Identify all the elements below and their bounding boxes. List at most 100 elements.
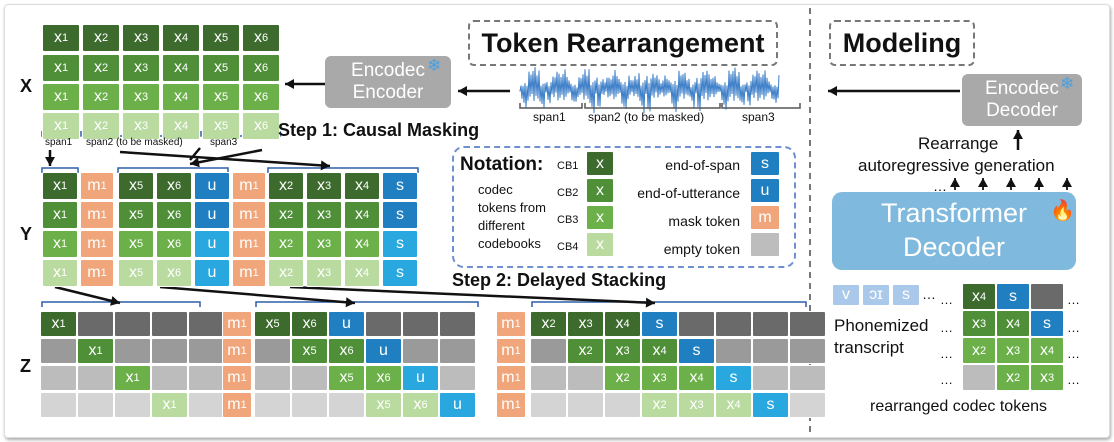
empty-token [789,311,826,337]
x-token-letter: x [173,29,182,46]
codebook-label: CB3 [557,214,579,226]
step1-label: Step 1: Causal Masking [278,120,480,140]
empty-token [678,311,715,337]
rearranged-token-letter: x [971,341,980,359]
special-token: s [715,365,752,391]
x-token-letter: x [253,117,262,134]
empty-token [752,311,789,337]
rearranged-token-letter: x [1005,314,1014,332]
z-token-index: 6 [384,372,391,384]
empty-token [254,338,291,364]
phoneme-token-letter: s [902,286,910,303]
decoder-snowflake-icon: ❄ [1060,74,1075,93]
y-token-index: 5 [136,209,144,221]
empty-token [254,365,291,391]
empty-token [188,392,225,418]
z-token-letter: x [125,369,134,386]
mask-token-index: 1 [240,318,247,330]
arrowhead [1062,178,1072,187]
rearranged-token-letter: x [971,314,980,332]
legend-cb-token-letter: x [596,154,604,172]
mask-token-index: 1 [252,180,259,192]
x-token-index: 6 [261,32,269,44]
x-token-index: 5 [221,32,229,44]
row-ellipsis-right: … [1067,320,1080,335]
arrowhead [645,297,655,308]
phoneme-token: s [892,284,920,306]
z-token-index: 3 [697,399,704,411]
z-token-letter: x [652,342,661,359]
span-bracket [255,301,479,307]
mask-token-letter: m [501,369,515,386]
x-span3-label: span3 [210,137,238,148]
notation-box [452,146,796,268]
special-token: u [402,365,439,391]
x-token-letter: x [253,59,262,76]
rearranged-token-letter: x [1005,368,1014,386]
x-token-index: 1 [61,120,69,132]
empty-token [40,338,77,364]
mask-token-index: 1 [100,180,107,192]
special-token: u [194,230,230,258]
y-token-letter: x [128,177,137,194]
empty-token [567,392,604,418]
rearranged-token-letter: x [1005,341,1014,359]
z-token-letter: x [578,315,587,332]
mask-token-letter: m [227,342,241,359]
z-token-index: 5 [347,372,354,384]
span2-cross-line [189,147,201,161]
x-token-index: 1 [61,62,69,74]
phoneme-token-letter: ɔɪ [869,286,883,303]
x-token-index: 6 [261,120,269,132]
span-bracket [531,301,807,307]
y-token-letter: x [278,177,287,194]
special-token: s [382,172,418,200]
row-ellipsis-left: … [940,346,953,361]
y-token-letter: x [166,264,175,281]
y-token-index: 6 [174,180,182,192]
rearranged-token-index: 3 [1013,344,1021,357]
mask-token-index: 1 [100,267,107,279]
z-token-letter: x [376,396,385,413]
empty-token [1030,283,1064,310]
special-token-letter: u [342,315,351,332]
legend-label: empty token [663,241,740,257]
z-token-index: 5 [384,399,391,411]
special-token-letter: s [1043,314,1051,332]
y-token-index: 5 [136,180,144,192]
y-token-letter: x [166,235,175,252]
x-token-index: 6 [261,91,269,103]
rearranged-token-index: 4 [979,290,987,303]
mask-token-index: 1 [252,209,259,221]
z-token-letter: x [578,342,587,359]
z-token-index: 4 [734,399,741,411]
z-token-index: 2 [660,399,667,411]
special-token-letter: s [396,177,404,194]
z-token-letter: x [302,342,311,359]
x-token-letter: x [213,59,222,76]
y-token-letter: x [278,235,287,252]
phoneme-token: v [832,284,860,306]
x-token-index: 3 [141,62,149,74]
empty-token [254,392,291,418]
z-token-letter: x [265,315,274,332]
x-token-letter: x [213,117,222,134]
rearranged-token-letter: x [971,287,980,305]
